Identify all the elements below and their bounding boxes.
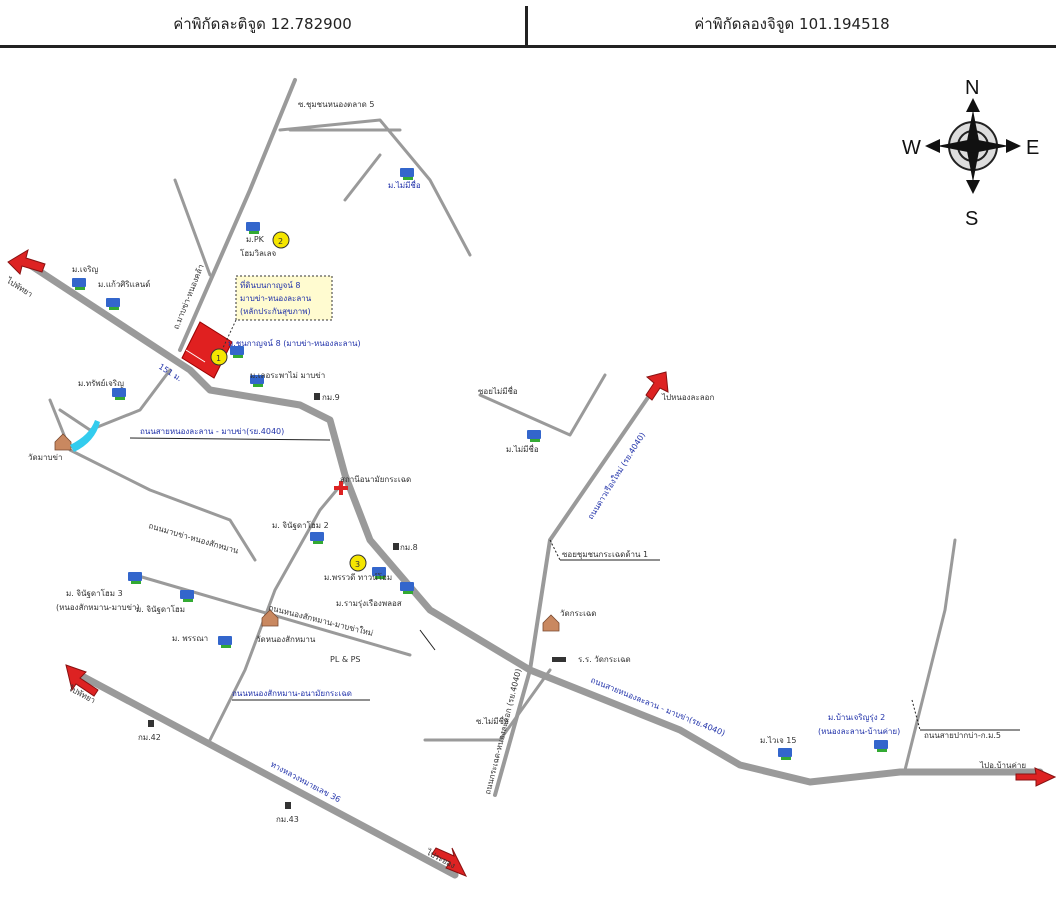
temple-sakhnam-icon xyxy=(261,609,279,627)
numbered-markers: 1 2 3 xyxy=(210,231,367,572)
label-road-sakhnam-mabya: ถนนหนองสักหมาน-มาบข่าใหม่ xyxy=(268,603,375,638)
label-road-pattaya: ไปพัทยา xyxy=(4,276,34,299)
label-village-rungruang: ม.รามรุ่งเรืองพลอส xyxy=(336,599,402,608)
label-callout-3: (หลักประกันสุขภาพ) xyxy=(240,307,311,316)
label-road-krachet-vertical: ถนนกระเฉด-หนองละลอก (รย.4040) xyxy=(483,668,523,796)
village-icons xyxy=(72,168,888,760)
compass-w: W xyxy=(902,137,921,159)
road-north-east xyxy=(278,118,472,257)
label-soi-chumchon: ซอยชุมชนกระเฉดด้าน 1 xyxy=(562,550,648,559)
label-soi-maimichue: ซอยไม่มีชื่อ xyxy=(478,385,518,396)
label-village-jin: ม. จินัฐดาโฮม xyxy=(136,604,185,614)
label-plps: PL & PS xyxy=(330,655,361,664)
label-village-charoen: ม.เจริญ xyxy=(72,265,99,274)
label-road-nong-lalok: ไปหนองละลอก xyxy=(661,393,714,402)
label-road-vertical: ถ.มาบข่า-หนองคล้า xyxy=(172,263,206,331)
label-village-prawet: ม.พรรวดี ทาวน์โฮม xyxy=(324,572,392,582)
road-north-west xyxy=(173,178,212,277)
arrow-nong-lalok xyxy=(645,371,669,401)
longitude-label: ค่าพิกัดลองจิจูด 101.194518 xyxy=(694,15,890,33)
label-village-maimichue-top: ม.ไม่มีชื่อ xyxy=(388,179,421,190)
label-home-village: โฮมวิลเลจ xyxy=(240,248,276,258)
label-road-main-east: ถนนสายหนองละลาน - มาบข่า(รย.4040) xyxy=(589,676,726,738)
svg-text:2: 2 xyxy=(278,237,283,246)
hospital-icon xyxy=(334,481,348,495)
water-feature xyxy=(70,420,100,452)
road-soi-branch xyxy=(423,668,552,742)
arrow-pattaya-sw xyxy=(65,664,99,697)
label-village-jin3-sub: (หนองสักหมาน-มาบข่า) xyxy=(56,603,140,612)
arrow-pattaya-nw xyxy=(7,248,46,275)
temple-makha-icon xyxy=(54,433,72,451)
annotation-lines xyxy=(129,437,1020,731)
road-ne-soi xyxy=(343,153,382,202)
label-road-main: ถนนสายหนองละลาน - มาบข่า(รย.4040) xyxy=(140,427,284,436)
direction-arrows xyxy=(7,248,1056,877)
label-km42: กม.42 xyxy=(138,733,161,742)
map-labels: ซ.ชุมชนหนองตลาด 5 ม.ไม่มีชื่อ ม.PK โฮมวิ… xyxy=(4,100,1026,870)
highway-36 xyxy=(76,671,459,879)
compass-s: S xyxy=(965,208,978,230)
label-village-phrana: ม. พรรณา xyxy=(172,634,208,643)
label-road-ban-khai-kor: ถนนสายปากบ่า-ก.ม.5 xyxy=(924,731,1001,740)
label-village-pk: ม.PK xyxy=(246,235,265,244)
label-village-town15: ม.ไวเจ 15 xyxy=(760,736,796,745)
label-village-jin3: ม. จินัฐดาโฮม 3 xyxy=(66,588,123,598)
site-callout-box xyxy=(235,275,333,321)
road-pattaya-main xyxy=(26,261,1044,786)
label-site-name: ม.ชนกาญจน์ 8 (มาบข่า-หนองละลาน) xyxy=(228,338,361,348)
marker-2 xyxy=(272,231,290,249)
marker-1 xyxy=(210,348,228,366)
marker-3 xyxy=(349,554,367,572)
road-west-loop xyxy=(48,398,257,562)
label-village-sap: ม.ทรัพย์เจริญ xyxy=(78,378,124,388)
road-soi-east xyxy=(478,373,607,437)
label-village-chumchon: ซ.ชุมชนหนองตลาด 5 xyxy=(298,100,374,109)
label-village-banpha2-sub: (หนองละลาน-บ้านค่าย) xyxy=(818,727,900,736)
road-nong-lalok xyxy=(493,378,662,797)
road-west-2 xyxy=(58,368,172,432)
label-km9: กม.9 xyxy=(322,393,340,402)
label-km8: กม.8 xyxy=(400,543,418,552)
compass-rose: N S E W xyxy=(902,77,1039,230)
latitude-label: ค่าพิกัดละติจูด 12.782900 xyxy=(173,15,352,33)
label-village-maimichue-mid: ม.ไม่มีชื่อ xyxy=(506,443,539,454)
label-temple-krachet: วัดกระเฉด xyxy=(560,609,597,618)
label-callout-2: มาบข่า-หนองละลาน xyxy=(240,294,312,303)
svg-text:1: 1 xyxy=(216,354,221,363)
label-road-sakhnam-health: ถนนหนองสักหมาน-อนามัยกระเฉด xyxy=(232,689,352,698)
arrow-rayong xyxy=(431,847,468,877)
label-temple-sakhnam: วัดหนองสักหมาน xyxy=(256,635,316,644)
label-school: ร.ร. วัดกระเฉด xyxy=(578,655,631,664)
label-temple-makha: วัดมาบข่า xyxy=(28,453,63,462)
label-road-ban-khai: ไปอ.บ้านค่าย xyxy=(979,761,1026,770)
label-km43: กม.43 xyxy=(276,815,299,824)
label-village-kaew: ม.แก้วศิริแลนด์ xyxy=(98,279,150,289)
label-village-jin2: ม. จินัฐดาโฮม 2 xyxy=(272,520,329,530)
label-hospital: สถานีอนามัยกระเฉด xyxy=(340,475,411,484)
label-road-nong-saklam: ถนนมาบข่า-หนองสักหมาน xyxy=(147,521,240,555)
road-south-1 xyxy=(208,478,347,742)
road-ban-khai-north xyxy=(903,538,957,772)
label-village-laksana: ม.เลอระพาไม่ มาบข่า xyxy=(250,371,325,380)
arrow-ban-khai xyxy=(1015,767,1056,787)
label-callout-1: ที่ดินบนกาญจน์ 8 xyxy=(240,279,300,290)
km-markers xyxy=(148,393,566,809)
coordinate-header: ค่าพิกัดละติจูด 12.782900 ค่าพิกัดลองจิจ… xyxy=(0,0,1056,48)
compass-n: N xyxy=(965,77,979,99)
label-village-banpha2: ม.บ้านเจริญรุ่ง 2 xyxy=(828,713,885,722)
road-north xyxy=(178,78,297,352)
compass-e: E xyxy=(1026,137,1039,159)
header-divider xyxy=(525,6,528,46)
temple-icons xyxy=(54,433,560,632)
location-map: 1 2 3 xyxy=(4,77,1056,879)
label-soi-maimichue2: ซ.ไม่มีชื่อ xyxy=(476,715,509,726)
road-network xyxy=(26,78,1044,879)
svg-text:3: 3 xyxy=(355,560,360,569)
temple-krachet-icon xyxy=(542,614,560,632)
